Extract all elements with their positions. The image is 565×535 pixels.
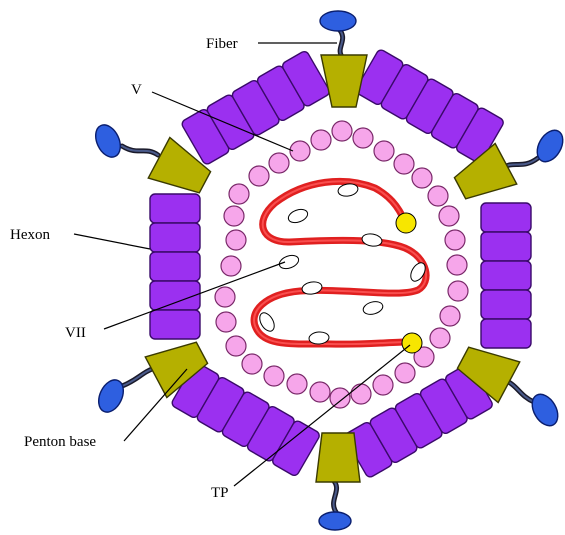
fiber-bottom [319, 480, 351, 530]
hexon-label: Hexon [10, 227, 50, 243]
protein-vii-group [257, 182, 428, 344]
tp-label: TP [211, 485, 229, 501]
hexon-leader-line [74, 234, 150, 249]
penton-base-upper-right [449, 143, 517, 208]
penton-base-top [321, 55, 367, 107]
fiber-top [320, 11, 356, 58]
penton-base-label: Penton base [24, 434, 96, 450]
terminal-protein-top [396, 213, 416, 233]
hexon-face-left [150, 194, 200, 339]
fiber-lower-right [505, 380, 563, 430]
fiber-upper-right [502, 126, 565, 168]
vii-label: VII [65, 325, 86, 341]
protein-v-ring [215, 121, 468, 408]
fiber-lower-left [94, 368, 155, 416]
penton-base-bottom [316, 433, 360, 482]
terminal-protein-bottom [402, 333, 422, 353]
hexon-face-right [481, 203, 531, 348]
fiber-upper-left [91, 121, 158, 161]
fiber-label: Fiber [206, 36, 238, 52]
v-label: V [131, 82, 142, 98]
